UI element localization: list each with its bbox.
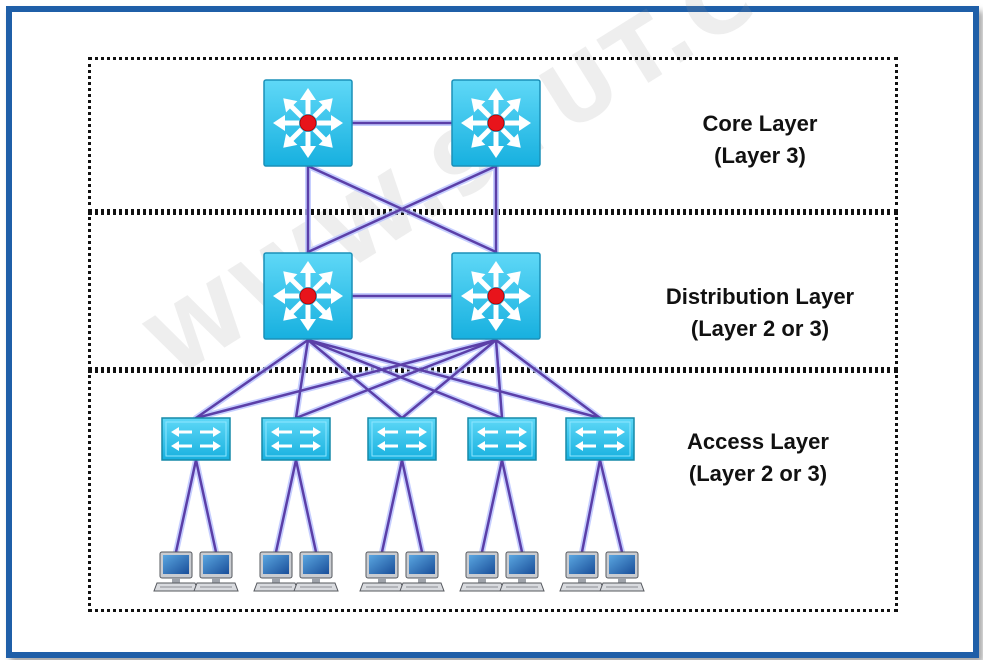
host-1-icon [153, 551, 199, 592]
access-layer-subtitle: (Layer 2 or 3) [688, 461, 828, 486]
access-switch-3-icon [366, 416, 438, 462]
core-switch-2-icon [452, 80, 540, 166]
host-10-icon [599, 551, 645, 592]
distribution-layer-title: Distribution Layer [665, 284, 855, 309]
access-switch-1-icon [160, 416, 232, 462]
network-links [173, 120, 625, 555]
host-6-icon [399, 551, 445, 592]
distribution-layer-label: Distribution Layer (Layer 2 or 3) [640, 281, 880, 345]
host-5-icon [359, 551, 405, 592]
access-layer-label: Access Layer (Layer 2 or 3) [648, 426, 868, 490]
distribution-layer-subtitle: (Layer 2 or 3) [690, 316, 830, 341]
host-9-icon [559, 551, 605, 592]
core-switch-1-icon [264, 80, 352, 166]
distribution-switch-1-icon [264, 253, 352, 339]
core-layer-label: Core Layer (Layer 3) [650, 108, 870, 172]
host-3-icon [253, 551, 299, 592]
access-switch-2-icon [260, 416, 332, 462]
distribution-switch-2-icon [452, 253, 540, 339]
host-4-icon [293, 551, 339, 592]
host-8-icon [499, 551, 545, 592]
access-layer-title: Access Layer [687, 429, 829, 454]
host-7-icon [459, 551, 505, 592]
core-layer-subtitle: (Layer 3) [714, 143, 806, 168]
access-switch-4-icon [466, 416, 538, 462]
core-layer-title: Core Layer [702, 111, 818, 136]
access-layer-box [88, 370, 898, 612]
host-2-icon [193, 551, 239, 592]
access-switch-5-icon [564, 416, 636, 462]
